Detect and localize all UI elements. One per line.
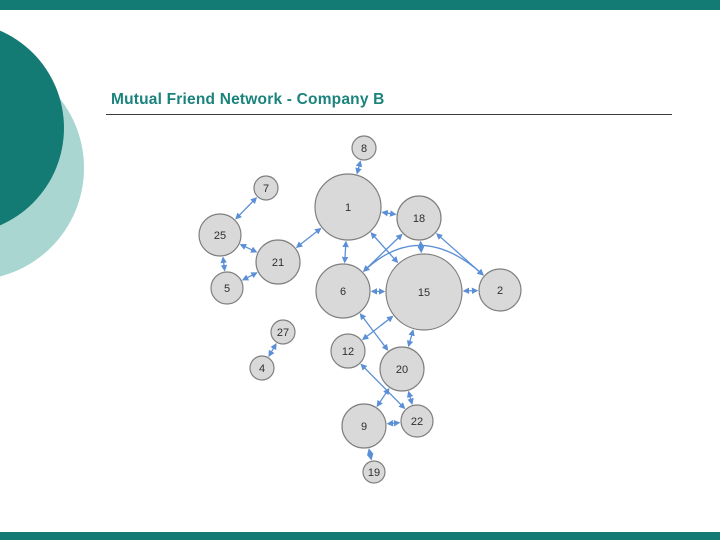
node-7: 7 (253, 175, 279, 201)
edge-1-6 (341, 240, 349, 264)
node-circle-6 (315, 263, 371, 319)
node-circle-2 (478, 268, 522, 312)
edge-25-21 (239, 243, 258, 253)
node-circle-8 (351, 135, 377, 161)
edge-15-20 (406, 329, 415, 348)
node-25: 25 (198, 213, 242, 257)
edge-27-4 (268, 342, 277, 358)
node-12: 12 (330, 333, 366, 369)
node-6: 6 (315, 263, 371, 319)
edge-1-15 (370, 232, 399, 264)
edge-1-18 (381, 209, 397, 217)
node-circle-1 (314, 173, 382, 241)
node-8: 8 (351, 135, 377, 161)
node-label: 5 (224, 283, 230, 295)
edge-7-25 (235, 197, 258, 220)
edge-18-15 (417, 240, 425, 254)
node-label: 12 (342, 346, 354, 358)
node-label: 8 (361, 143, 367, 155)
title-underline (106, 114, 672, 115)
node-label: 22 (411, 416, 423, 428)
node-label: 1 (345, 202, 351, 214)
edge-9-22 (386, 419, 401, 427)
edge-20-9 (376, 387, 390, 408)
node-1: 1 (314, 173, 382, 241)
top-accent-bar (0, 0, 720, 10)
node-label: 18 (413, 213, 425, 225)
node-circle-15 (385, 253, 463, 331)
slide-title: Mutual Friend Network - Company B (111, 91, 385, 108)
edge-9-19 (366, 448, 374, 461)
edge-12-22 (360, 363, 406, 410)
node-19: 19 (362, 460, 386, 484)
node-circle-5 (210, 271, 244, 305)
edge-20-22 (406, 390, 414, 405)
node-9: 9 (341, 403, 387, 449)
node-circle-9 (341, 403, 387, 449)
node-22: 22 (400, 404, 434, 438)
node-circle-21 (255, 239, 301, 285)
node-circle-20 (379, 346, 425, 392)
node-label: 19 (368, 467, 380, 479)
node-15: 15 (385, 253, 463, 331)
node-label: 21 (272, 257, 284, 269)
node-circle-12 (330, 333, 366, 369)
node-27: 27 (270, 319, 296, 345)
node-circle-7 (253, 175, 279, 201)
node-label: 27 (277, 327, 289, 339)
node-circle-27 (270, 319, 296, 345)
node-label: 6 (340, 286, 346, 298)
node-label: 4 (259, 363, 265, 375)
node-label: 7 (263, 183, 269, 195)
node-label: 9 (361, 421, 367, 433)
node-circle-19 (362, 460, 386, 484)
edge-6-20 (359, 313, 389, 351)
edge-6-2 (363, 244, 484, 276)
edge-21-1 (295, 227, 322, 248)
node-circle-4 (249, 355, 275, 381)
edge-25-5 (220, 256, 228, 272)
node-label: 15 (418, 287, 430, 299)
edge-8-1 (355, 160, 363, 175)
node-20: 20 (379, 346, 425, 392)
node-circle-18 (396, 195, 442, 241)
node-2: 2 (478, 268, 522, 312)
node-18: 18 (396, 195, 442, 241)
edge-21-5 (241, 272, 258, 281)
node-circle-25 (198, 213, 242, 257)
node-label: 20 (396, 364, 408, 376)
node-label: 2 (497, 285, 503, 297)
node-21: 21 (255, 239, 301, 285)
node-label: 25 (214, 230, 226, 242)
bottom-accent-bar (0, 532, 720, 540)
node-circle-22 (400, 404, 434, 438)
node-4: 4 (249, 355, 275, 381)
node-5: 5 (210, 271, 244, 305)
